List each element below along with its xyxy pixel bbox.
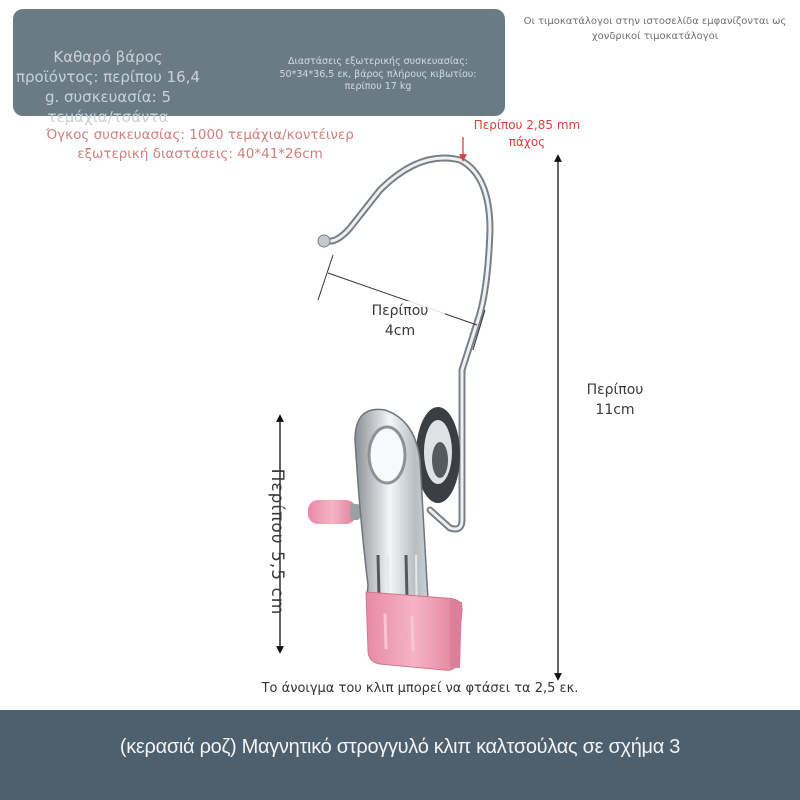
clip-height-label: Περίπου 5,5 cm <box>267 468 287 616</box>
product-title: (κερασιά ροζ) Μαγνητικό στρογγυλό κλιπ κ… <box>119 736 681 758</box>
net-weight-text: Καθαρό βάρος προϊόντος: περίπου 16,4 g. … <box>16 48 200 126</box>
volume-line: Όγκος συσκευασίας: 1000 τεμάχια/κοντέινε… <box>46 127 354 143</box>
hook-width-label: Περίπου 4cm <box>355 301 445 341</box>
packaging-volume: Όγκος συσκευασίας: 1000 τεμάχια/κοντέινε… <box>10 126 390 164</box>
hook-width-dimension <box>317 254 486 351</box>
pink-grip-tip <box>365 591 463 671</box>
pink-magnet-button <box>308 500 360 524</box>
hook-wire <box>317 154 494 533</box>
clip-opening-note: Το άνοιγμα του κλιπ μπορεί να φτάσει τα … <box>261 681 579 696</box>
outer-dimensions-line: εξωτερική διαστάσεις: 40*41*26cm <box>77 146 323 162</box>
wholesale-notice: Οι τιμοκατάλογοι στην ιστοσελίδα εμφανίζ… <box>523 16 787 42</box>
package-info-box: Καθαρό βάρος προϊόντος: περίπου 16,4 g. … <box>13 9 505 126</box>
outer-package-text: Διαστάσεις εξωτερικής συσκευασίας: 50*34… <box>279 56 477 92</box>
total-height-label: Περίπου 11cm <box>586 382 644 418</box>
clip-back-lever <box>416 407 460 503</box>
product-title-bar: (κερασιά ροζ) Μαγνητικό στρογγυλό κλιπ κ… <box>0 710 800 800</box>
thickness-label: Περίπου 2,85 mm πάχος <box>473 118 581 149</box>
